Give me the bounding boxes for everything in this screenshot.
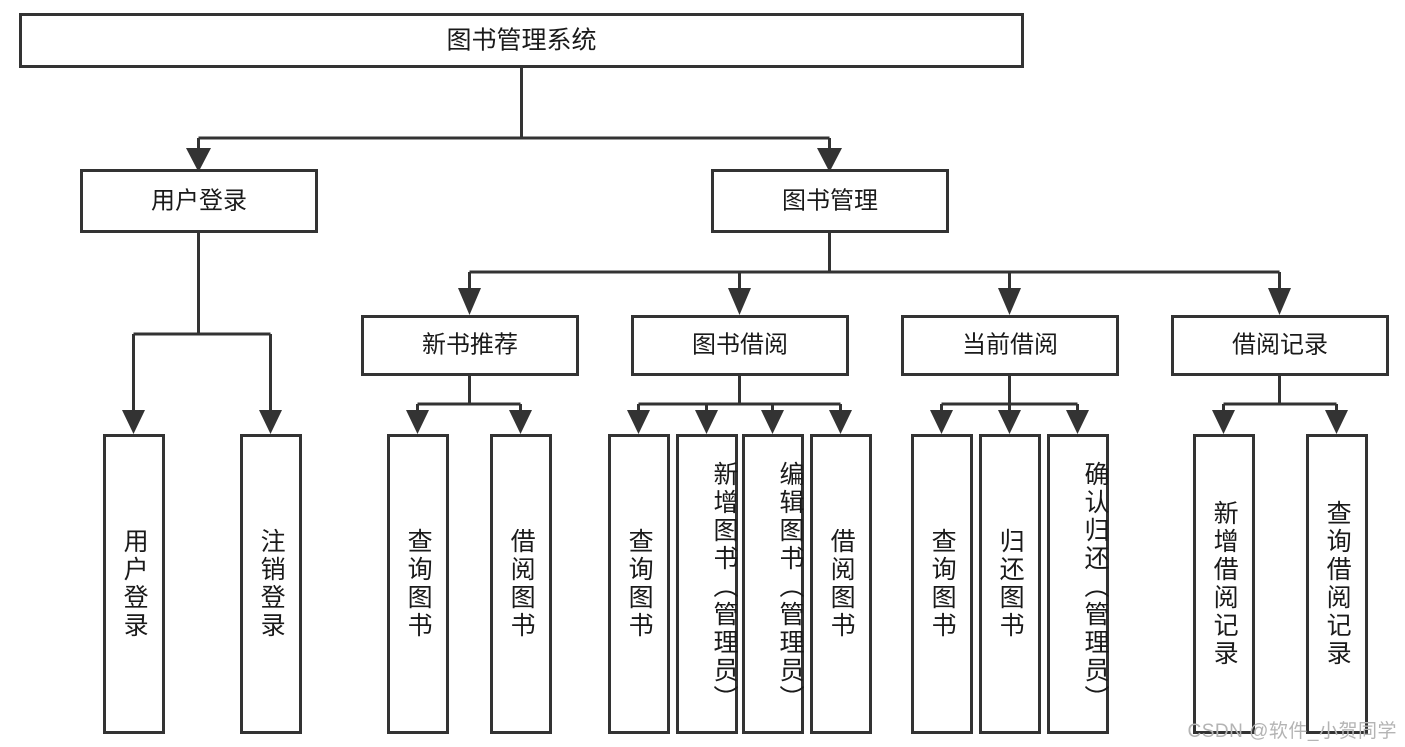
watermark-text: CSDN @软件_小贺同学 <box>1187 721 1397 742</box>
arrow-borrow-record <box>1268 288 1291 315</box>
arrow-leaf-query-book-1 <box>406 410 429 434</box>
arrow-leaf-borrow-book-2 <box>829 410 852 434</box>
node-leaf-query-book-1[interactable] <box>387 434 449 734</box>
node-leaf-user-login[interactable] <box>103 434 165 734</box>
connector-layer <box>122 67 1348 434</box>
arrow-leaf-query-book-3 <box>930 410 953 434</box>
node-book-management-label: 图书管理 <box>782 187 878 214</box>
node-new-book-recommend[interactable] <box>361 315 579 376</box>
arrow-leaf-logout-login <box>259 410 282 434</box>
arrow-leaf-confirm-return <box>1066 410 1089 434</box>
node-leaf-query-record[interactable] <box>1306 434 1368 734</box>
arrow-leaf-user-login <box>122 410 145 434</box>
node-leaf-logout-login[interactable] <box>240 434 302 734</box>
node-new-book-recommend-label: 新书推荐 <box>422 331 518 358</box>
node-leaf-add-book[interactable] <box>676 434 738 734</box>
node-leaf-return-book[interactable] <box>979 434 1041 734</box>
arrow-leaf-borrow-book-1 <box>509 410 532 434</box>
arrow-new-book-recommend <box>458 288 481 315</box>
node-leaf-query-book-2[interactable] <box>608 434 670 734</box>
node-borrow-record-label: 借阅记录 <box>1232 331 1328 358</box>
node-leaf-borrow-book-1[interactable] <box>490 434 552 734</box>
arrow-leaf-query-record <box>1325 410 1348 434</box>
node-borrow-record[interactable] <box>1171 315 1389 376</box>
node-leaf-edit-book[interactable] <box>742 434 804 734</box>
node-current-borrow-label: 当前借阅 <box>962 331 1058 358</box>
arrow-leaf-return-book <box>998 410 1021 434</box>
node-layer: 图书管理系统 用户登录 图书管理 新书推荐 图书借阅 当前借阅 借阅记录 <box>19 13 1389 734</box>
arrow-leaf-add-book <box>695 410 718 434</box>
node-leaf-add-record[interactable] <box>1193 434 1255 734</box>
arrow-current-borrow <box>998 288 1021 315</box>
node-book-borrow[interactable] <box>631 315 849 376</box>
node-leaf-query-book-3[interactable] <box>911 434 973 734</box>
arrow-leaf-query-book-2 <box>627 410 650 434</box>
node-root-label: 图书管理系统 <box>446 27 596 55</box>
node-book-management[interactable] <box>711 169 949 233</box>
arrow-leaf-add-record <box>1212 410 1235 434</box>
node-user-login[interactable] <box>80 169 318 233</box>
node-root[interactable] <box>19 13 1024 68</box>
node-book-borrow-label: 图书借阅 <box>692 331 788 358</box>
node-leaf-borrow-book-2[interactable] <box>810 434 872 734</box>
node-current-borrow[interactable] <box>901 315 1119 376</box>
arrow-leaf-edit-book <box>761 410 784 434</box>
arrow-book-borrow <box>728 288 751 315</box>
node-leaf-confirm-return[interactable] <box>1047 434 1109 734</box>
arrow-user-login <box>186 148 211 172</box>
arrow-book-management <box>817 148 842 172</box>
node-user-login-label: 用户登录 <box>151 187 247 214</box>
